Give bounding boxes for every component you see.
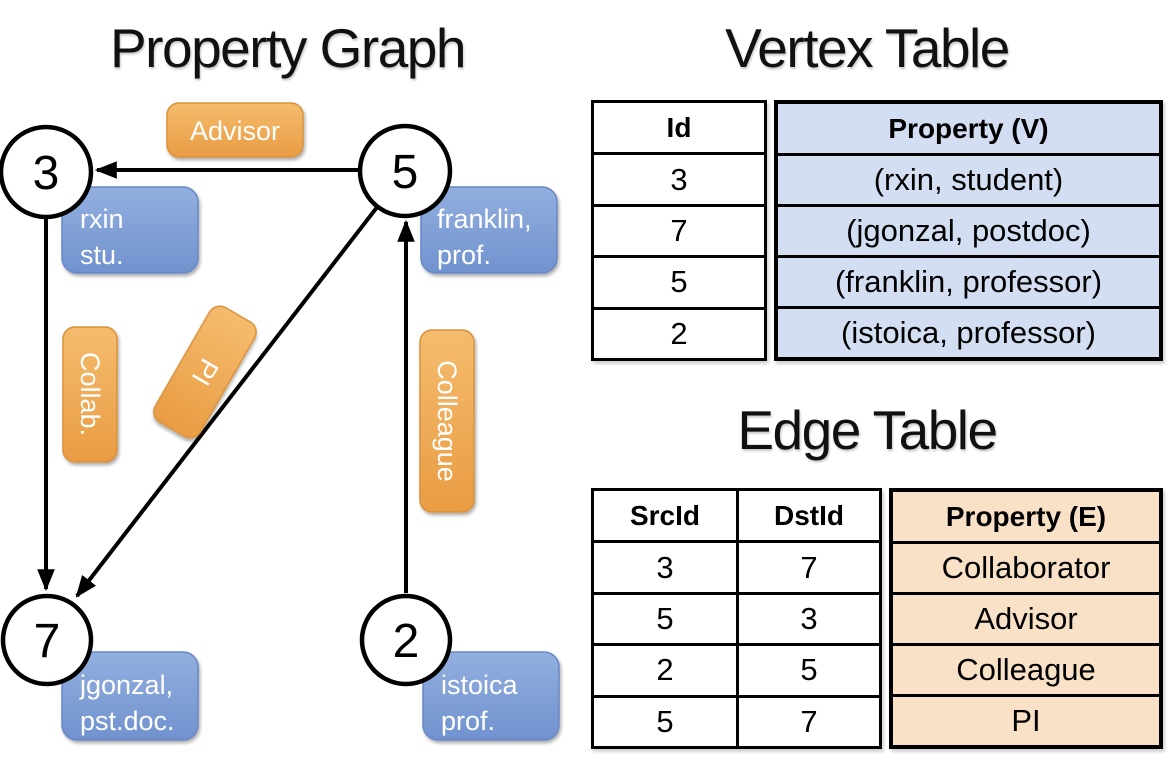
edge-table-title: Edge Table	[737, 399, 998, 461]
table-cell: 5	[591, 591, 739, 647]
vertex-table-title: Vertex Table	[725, 17, 1010, 79]
vertex-2-property-line2: prof.	[441, 706, 495, 736]
edge-label-collab-text: Collab.	[75, 352, 105, 436]
edge-label-pi: PI	[153, 305, 257, 439]
table-cell: Advisor	[889, 592, 1163, 646]
node-2-circle	[359, 593, 453, 687]
node-7-id: 7	[34, 615, 61, 668]
vertex-2-property-rect	[422, 651, 560, 741]
table-cell: 5	[736, 643, 882, 698]
node-5: 5	[357, 123, 453, 219]
table-cell: 7	[736, 694, 882, 750]
edge-table-srcid-header: SrcId	[591, 487, 739, 544]
table-cell: Colleague	[889, 643, 1163, 697]
table-cell: 3	[736, 591, 882, 647]
vertex-3-property-box: rxin stu.	[61, 186, 199, 274]
vertex-2-property-box: istoica prof.	[422, 651, 560, 741]
edge-5-to-7	[75, 178, 400, 598]
table-cell: (jgonzal, postdoc)	[774, 204, 1163, 258]
node-2-id: 2	[393, 615, 420, 668]
table-cell: 2	[591, 306, 767, 362]
graph-nodes: 3 5 7 2	[0, 123, 453, 687]
edge-table-property-header: Property (E)	[889, 488, 1163, 544]
graph-edges	[37, 161, 415, 598]
vertex-table-property-column: Property (V) (rxin, student) (jgonzal, p…	[774, 100, 1163, 361]
table-cell: 3	[591, 152, 767, 207]
edge-table-property-column: Property (E) Collaborator Advisor Collea…	[889, 488, 1163, 749]
vertex-5-property-rect	[420, 186, 558, 274]
edge-labels: Advisor Collab. PI Colleague	[62, 102, 475, 513]
vertex-property-boxes: rxin stu. franklin, prof. jgonzal, pst.d…	[61, 186, 560, 741]
edge-label-collab: Collab.	[62, 326, 118, 463]
node-2: 2	[359, 593, 453, 687]
vertex-table: Id 3 7 5 2 Property (V) (rxin, student) …	[591, 99, 1163, 362]
vertex-7-property-box: jgonzal, pst.doc.	[61, 651, 199, 741]
table-cell: 5	[591, 694, 739, 750]
edge-table-id-columns: SrcId DstId 3 7 5 3 2 5 5 7	[591, 487, 882, 750]
node-5-circle	[357, 123, 453, 219]
edge-label-advisor-rect	[166, 102, 304, 158]
edge-label-colleague-text: Colleague	[432, 360, 462, 482]
edge-label-colleague: Colleague	[419, 329, 475, 513]
vertex-table-id-column: Id 3 7 5 2	[591, 99, 767, 362]
table-cell: 5	[591, 255, 767, 310]
edge-label-collab-rect	[62, 326, 118, 463]
table-cell: 7	[591, 203, 767, 259]
property-graph-title: Property Graph	[109, 17, 467, 79]
property-graph-diagram: rxin stu. franklin, prof. jgonzal, pst.d…	[0, 102, 560, 741]
node-7-circle	[0, 593, 94, 687]
edge-label-advisor: Advisor	[166, 102, 304, 158]
table-cell: 2	[591, 643, 739, 698]
node-3-id: 3	[33, 147, 60, 200]
vertex-5-property-line1: franklin,	[437, 204, 532, 234]
node-3: 3	[0, 124, 94, 220]
table-cell: (franklin, professor)	[774, 255, 1163, 309]
vertex-3-property-line2: stu.	[80, 240, 124, 270]
table-cell: (istoica, professor)	[774, 306, 1163, 361]
vertex-7-property-rect	[61, 651, 199, 741]
table-cell: 7	[736, 540, 882, 595]
table-cell: (rxin, student)	[774, 153, 1163, 207]
edge-label-advisor-text: Advisor	[190, 116, 280, 146]
edge-label-colleague-rect	[419, 329, 475, 513]
edge-table-dstid-header: DstId	[736, 487, 882, 544]
vertex-7-property-line2: pst.doc.	[80, 706, 175, 736]
vertex-2-property-line1: istoica	[441, 670, 519, 700]
table-cell: PI	[889, 694, 1163, 749]
table-cell: Collaborator	[889, 541, 1163, 595]
edge-label-pi-rect	[153, 305, 257, 439]
vertex-3-property-line1: rxin	[80, 204, 124, 234]
node-5-id: 5	[392, 146, 419, 199]
vertex-5-property-box: franklin, prof.	[420, 186, 558, 274]
table-cell: 3	[591, 540, 739, 595]
vertex-7-property-line1: jgonzal,	[79, 670, 173, 700]
vertex-table-id-header: Id	[591, 99, 767, 156]
node-3-circle	[0, 124, 94, 220]
vertex-3-property-rect	[61, 186, 199, 274]
vertex-5-property-line2: prof.	[437, 240, 491, 270]
edge-table: SrcId DstId 3 7 5 3 2 5 5 7 Property (E)…	[591, 487, 1163, 750]
node-7: 7	[0, 593, 94, 687]
vertex-table-property-header: Property (V)	[774, 100, 1163, 156]
